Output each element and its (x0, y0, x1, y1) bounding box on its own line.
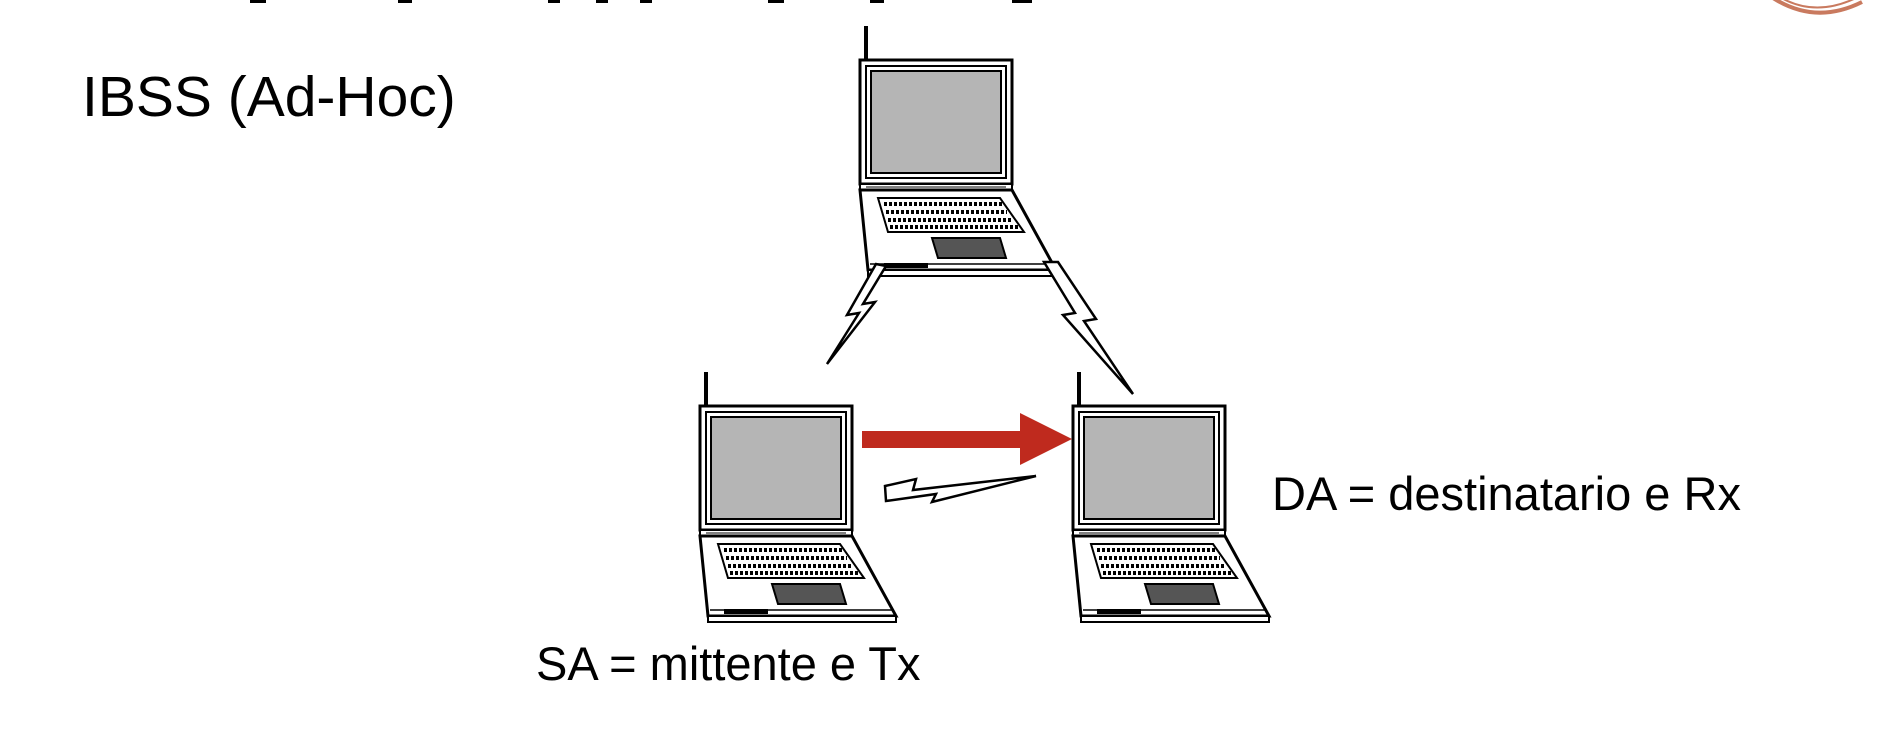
source-address-label: SA = mittente e Tx (536, 637, 920, 690)
laptop-icon (858, 24, 1058, 278)
institution-logo (1772, 0, 1863, 15)
wireless-link-icon (1041, 260, 1135, 395)
destination-address-label: DA = destinatario e Rx (1272, 467, 1741, 520)
slide-title: IBSS (Ad-Hoc) (82, 65, 456, 129)
laptop-icon (698, 370, 898, 624)
cut-off-header-fragments (250, 0, 1032, 3)
wireless-link-icon (825, 262, 888, 365)
laptop-icon (1071, 370, 1271, 624)
wireless-link-icon (883, 474, 1037, 504)
direction-arrow-icon (862, 413, 1072, 465)
